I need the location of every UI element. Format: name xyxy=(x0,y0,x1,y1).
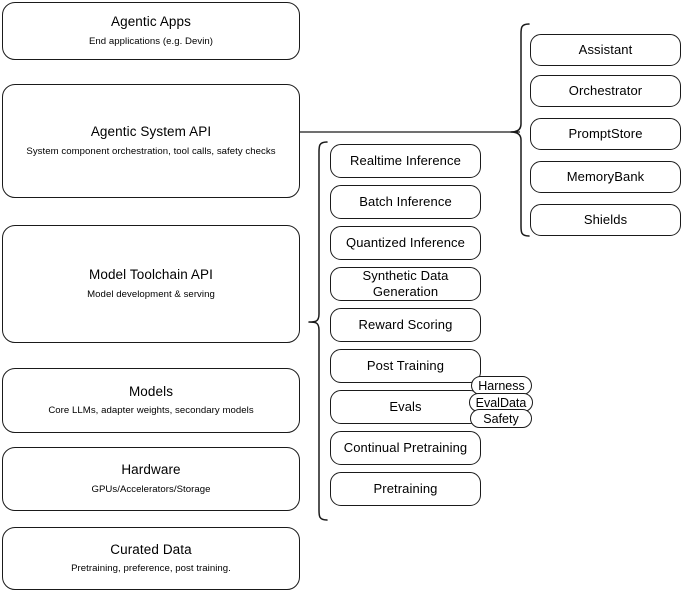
component-evals[interactable]: Evals xyxy=(330,390,481,424)
bracket-agentic-system xyxy=(505,22,531,238)
component-label: Reward Scoring xyxy=(358,316,453,332)
component-post-training[interactable]: Post Training xyxy=(330,349,481,383)
component-quantized-inference[interactable]: Quantized Inference xyxy=(330,226,481,260)
component-label: Shields xyxy=(583,211,628,227)
component-label: Synthetic Data Generation xyxy=(362,267,449,299)
component-orchestrator[interactable]: Orchestrator xyxy=(530,75,681,107)
layer-subtitle: End applications (e.g. Devin) xyxy=(88,35,214,47)
layer-subtitle: GPUs/Accelerators/Storage xyxy=(91,483,211,495)
badge-label: EvalData xyxy=(475,395,527,410)
component-label: Evals xyxy=(389,398,422,414)
layer-curated-data[interactable]: Curated Data Pretraining, preference, po… xyxy=(2,527,300,590)
component-label: Orchestrator xyxy=(568,82,643,98)
connector-system-api-to-components xyxy=(300,124,522,140)
component-realtime-inference[interactable]: Realtime Inference xyxy=(330,144,481,178)
component-label: MemoryBank xyxy=(566,168,645,184)
layer-subtitle: System component orchestration, tool cal… xyxy=(26,145,276,157)
component-batch-inference[interactable]: Batch Inference xyxy=(330,185,481,219)
badge-label: Harness xyxy=(478,378,525,393)
layer-subtitle: Core LLMs, adapter weights, secondary mo… xyxy=(48,405,254,417)
badge-evaldata[interactable]: EvalData xyxy=(469,393,533,412)
layer-models[interactable]: Models Core LLMs, adapter weights, secon… xyxy=(2,368,300,433)
component-label: Assistant xyxy=(578,41,633,57)
layer-title: Agentic System API xyxy=(90,124,212,140)
layer-title: Model Toolchain API xyxy=(89,267,213,283)
badge-safety[interactable]: Safety xyxy=(470,409,532,428)
component-label: Quantized Inference xyxy=(346,234,465,250)
layer-title: Curated Data xyxy=(110,541,192,557)
component-label: Continual Pretraining xyxy=(343,439,468,455)
layer-model-toolchain-api[interactable]: Model Toolchain API Model development & … xyxy=(2,225,300,343)
layer-subtitle: Model development & serving xyxy=(87,288,215,300)
component-reward-scoring[interactable]: Reward Scoring xyxy=(330,308,481,342)
component-label: Post Training xyxy=(366,357,445,373)
component-continual-pretraining[interactable]: Continual Pretraining xyxy=(330,431,481,465)
layer-agentic-apps[interactable]: Agentic Apps End applications (e.g. Devi… xyxy=(2,2,300,60)
component-assistant[interactable]: Assistant xyxy=(530,34,681,66)
component-promptstore[interactable]: PromptStore xyxy=(530,118,681,150)
layer-hardware[interactable]: Hardware GPUs/Accelerators/Storage xyxy=(2,447,300,511)
component-label: Pretraining xyxy=(373,480,438,496)
component-label: Realtime Inference xyxy=(350,152,461,168)
component-pretraining[interactable]: Pretraining xyxy=(330,472,481,506)
component-shields[interactable]: Shields xyxy=(530,204,681,236)
layer-subtitle: Pretraining, preference, post training. xyxy=(71,563,231,575)
layer-title: Models xyxy=(128,383,174,399)
component-memorybank[interactable]: MemoryBank xyxy=(530,161,681,193)
layer-agentic-system-api[interactable]: Agentic System API System component orch… xyxy=(2,84,300,198)
badge-label: Safety xyxy=(483,411,519,426)
component-label: PromptStore xyxy=(568,125,643,141)
component-label: Batch Inference xyxy=(359,193,452,209)
layer-title: Agentic Apps xyxy=(110,14,191,30)
component-synthetic-data-generation[interactable]: Synthetic Data Generation xyxy=(330,267,481,301)
bracket-model-toolchain xyxy=(303,140,329,522)
layer-title: Hardware xyxy=(121,462,181,478)
